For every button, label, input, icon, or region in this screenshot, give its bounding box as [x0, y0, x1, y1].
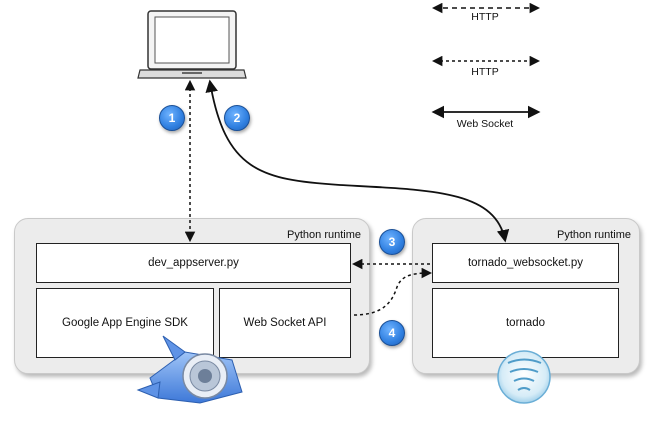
websocket-arrow-2: [205, 79, 510, 243]
tornado-box: tornado: [432, 288, 619, 358]
laptop-icon: [137, 10, 247, 79]
legend-http-dotted: HTTP: [471, 66, 499, 78]
runtime-label: Python runtime: [287, 229, 361, 241]
runtime-label: Python runtime: [557, 229, 631, 241]
step-badge-2: 2: [224, 105, 250, 131]
websocket-api-box: Web Socket API: [219, 288, 351, 358]
sdk-box: Google App Engine SDK: [36, 288, 214, 358]
legend-http-dashed: HTTP: [471, 11, 499, 23]
legend-websocket: Web Socket: [456, 118, 514, 130]
step-badge-1: 1: [159, 105, 185, 131]
step-badge-3: 3: [379, 229, 405, 255]
tornado-websocket-box: tornado_websocket.py: [432, 243, 619, 283]
dev-appserver-box: dev_appserver.py: [36, 243, 351, 283]
step-badge-4: 4: [379, 320, 405, 346]
